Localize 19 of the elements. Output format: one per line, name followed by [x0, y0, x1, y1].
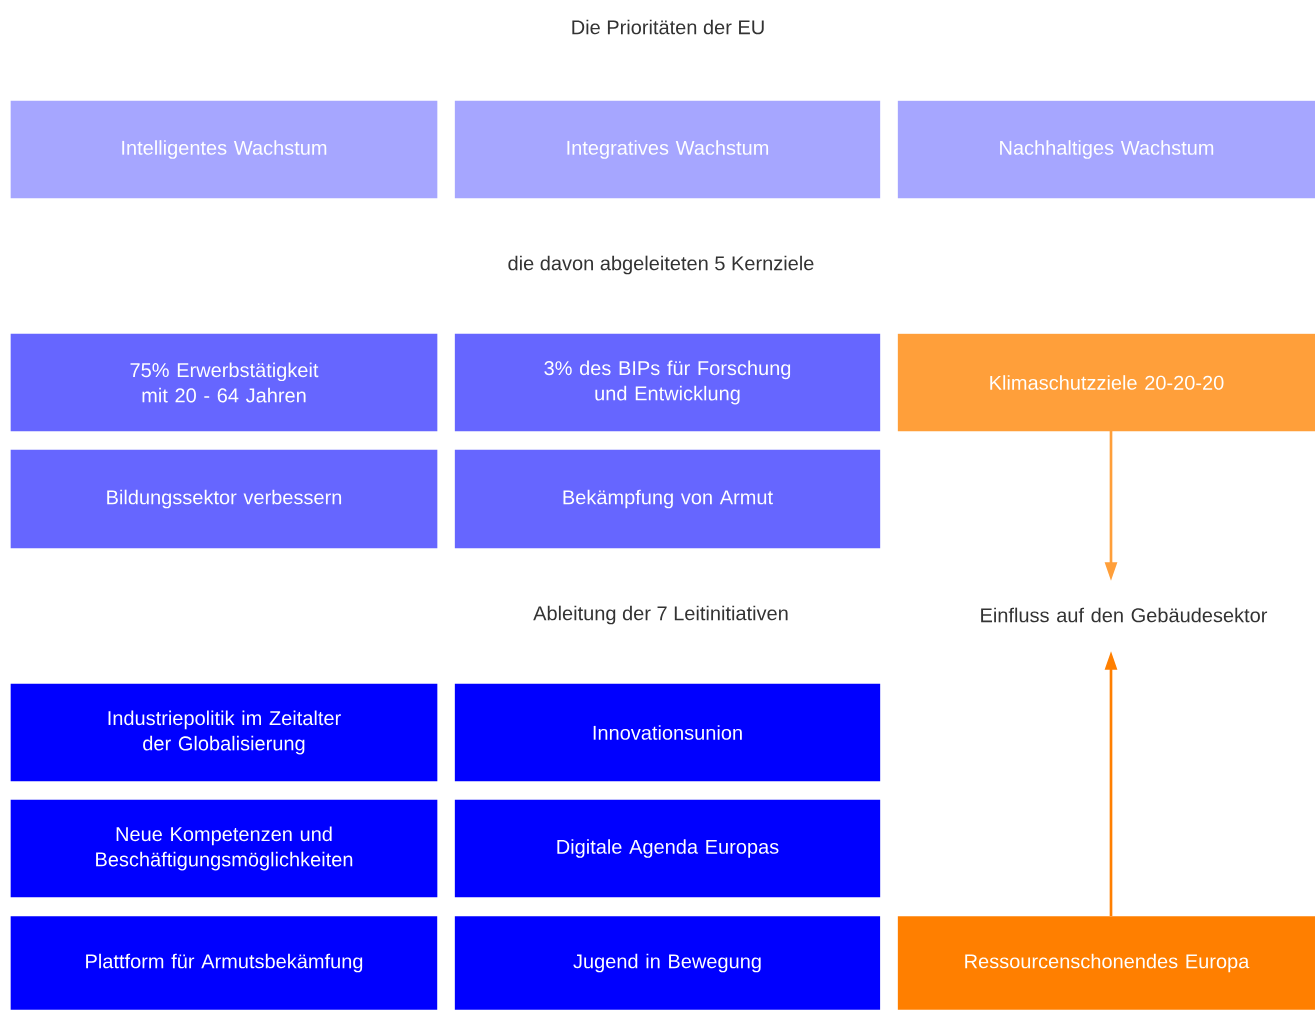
goal-box: Jugend in Bewegung [454, 916, 881, 1010]
goal-box: Nachhaltiges Wachstum [897, 100, 1315, 199]
goal-box: Intelligentes Wachstum [10, 100, 438, 199]
goal-box: Plattform für Armutsbekämfung [10, 916, 438, 1010]
goal-box: Integratives Wachstum [454, 100, 881, 199]
target-text: Einfluss auf den Gebäudesektor [981, 607, 1268, 623]
goal-box: Bekämpfung von Armut [454, 449, 881, 549]
goal-box: Digitale Agenda Europas [454, 799, 881, 898]
title: Die Prioritäten der EU [572, 19, 764, 35]
goal-box: Innovationsunion [454, 683, 881, 782]
goal-box: Ressourcenschonendes Europa [897, 916, 1315, 1010]
goal-box: Bildungssektor verbessern [10, 449, 438, 549]
goal-box: 75% Erwerbstätigkeit mit 20 - 64 Jahren [10, 333, 438, 432]
goal-box: Klimaschutzziele 20-20-20 [897, 333, 1315, 432]
section-heading: die davon abgeleiteten 5 Kernziele [508, 255, 814, 275]
section-heading: Ableitung der 7 Leitinitiativen [533, 605, 788, 625]
goal-box: Industriepolitik im Zeitalter der Globalisierung [10, 683, 438, 782]
goal-box: 3% des BIPs für Forschung und Entwicklung [454, 333, 881, 432]
goal-box: Neue Kompetenzen und Beschäftigungsmöglichkeiten [10, 799, 438, 898]
